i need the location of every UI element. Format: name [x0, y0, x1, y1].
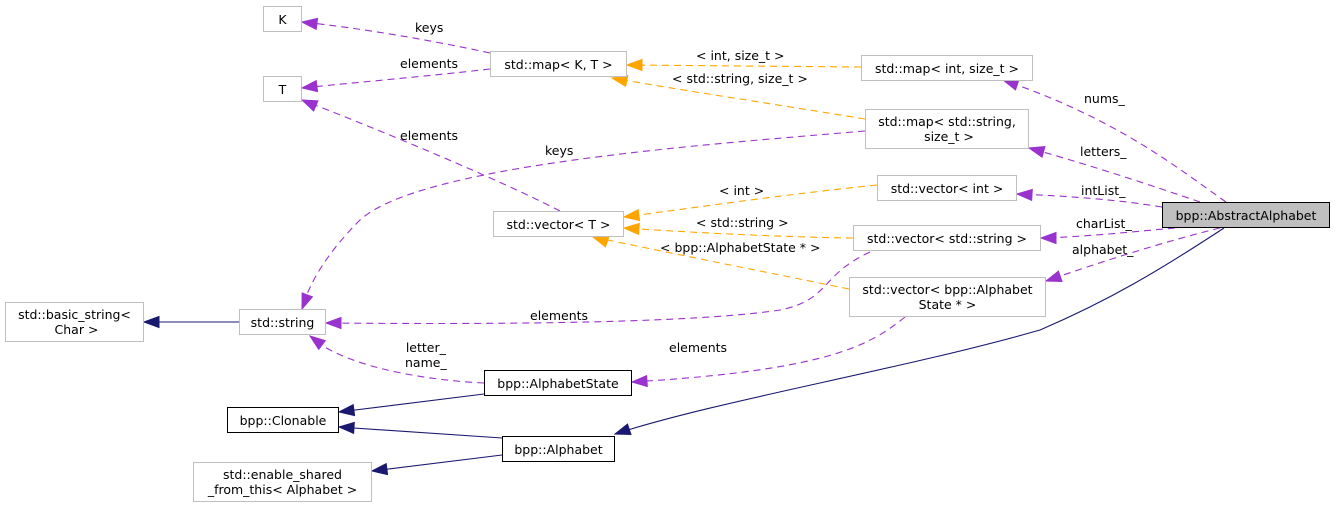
edge-abstract_alphabet-to-vec_int [1015, 188, 1163, 208]
node-bpp-alphabet-state[interactable]: bpp::AlphabetState [484, 370, 632, 396]
edge-alphabet-to-clonable [337, 421, 503, 439]
edge-line [626, 64, 862, 68]
edge-line [623, 227, 854, 239]
node-T[interactable]: T [263, 76, 302, 102]
arrowhead-icon [622, 208, 641, 222]
edge-line [338, 426, 503, 439]
edge-line [371, 454, 503, 472]
edge-label-elements-T-vec: elements [400, 128, 459, 143]
arrowhead-icon [613, 423, 632, 435]
node-bpp-abstract-alphabet[interactable]: bpp::AbstractAlphabet [1162, 202, 1330, 228]
node-std-string[interactable]: std::string [239, 309, 326, 335]
edge-alphabet_state-to-clonable [337, 393, 485, 417]
edge-map_int-to-map_KT [625, 58, 862, 72]
edge-label-nums: nums_ [1084, 91, 1125, 106]
arrowhead-icon [630, 374, 648, 388]
edge-line [325, 251, 871, 325]
edge-line [592, 236, 850, 290]
edge-vec_str-to-string [324, 251, 871, 330]
edge-label-int-size-t: < int, size_t > [696, 48, 785, 63]
edge-line [1045, 227, 1221, 282]
edge-label-std-string: < std::string > [696, 215, 789, 230]
edge-label-charList: charList_ [1076, 216, 1132, 231]
edge-abstract_alphabet-to-vec_state [1044, 227, 1221, 282]
arrowhead-icon [370, 462, 389, 476]
edge-line [301, 68, 491, 89]
edge-line [301, 21, 491, 54]
node-bpp-alphabet[interactable]: bpp::Alphabet [502, 436, 615, 462]
edge-label-alphabet-state-ptr: < bpp::AlphabetState * > [660, 240, 821, 255]
edge-abstract_alphabet-to-vec_str [1039, 227, 1176, 245]
edge-abstract_alphabet-to-map_str [1027, 145, 1201, 203]
arrowhead-icon [301, 292, 314, 311]
arrowhead-icon [1001, 79, 1020, 91]
edge-alphabet-to-enable_shared [370, 454, 503, 476]
arrowhead-icon [591, 236, 610, 248]
arrowhead-icon [1015, 188, 1033, 202]
arrowhead-icon [610, 74, 629, 88]
edge-line [1028, 147, 1201, 203]
edge-abstract_alphabet-to-alphabet [613, 227, 1225, 435]
arrowhead-icon [142, 315, 160, 329]
edge-line [309, 335, 485, 384]
arrowhead-icon [1027, 145, 1046, 158]
edge-line [301, 99, 561, 212]
edge-line [614, 227, 1225, 435]
edge-map_str-to-string [301, 130, 866, 311]
edge-string-to-basic_string [142, 315, 239, 329]
edge-label-elements-state: elements [669, 340, 728, 355]
arrowhead-icon [300, 79, 319, 93]
node-std-map-int-size-t[interactable]: std::map< int, size_t > [861, 55, 1033, 81]
node-K[interactable]: K [263, 6, 302, 32]
arrowhead-icon [1044, 270, 1063, 282]
edge-vec_T-to-T [300, 99, 561, 212]
node-std-vector-alphabet-state-ptr[interactable]: std::vector< bpp::Alphabet State * > [849, 277, 1046, 317]
arrowhead-icon [324, 316, 342, 330]
edge-line [631, 316, 906, 383]
node-std-vector-T[interactable]: std::vector< T > [493, 211, 624, 237]
edge-label-keys-string: keys [545, 143, 574, 158]
edge-line [611, 77, 866, 120]
edge-line [338, 393, 485, 413]
arrowhead-icon [1039, 231, 1057, 245]
node-std-map-string-size-t[interactable]: std::map< std::string, size_t > [865, 109, 1029, 149]
edge-label-letter-name: letter_ name_ [405, 340, 447, 370]
node-std-map-K-T[interactable]: std::map< K, T > [490, 51, 627, 77]
edge-vec_str-to-vec_T [622, 222, 854, 239]
edge-label-elements-T-map: elements [400, 56, 459, 71]
edge-label-intList: intList_ [1081, 183, 1126, 198]
arrowhead-icon [300, 17, 319, 31]
edge-map_KT-to-K [300, 17, 491, 54]
arrowhead-icon [337, 403, 356, 417]
edge-map_KT-to-T [300, 68, 491, 93]
edge-line [1016, 193, 1163, 208]
node-std-vector-string[interactable]: std::vector< std::string > [853, 225, 1041, 251]
node-std-vector-int[interactable]: std::vector< int > [877, 175, 1017, 201]
edge-label-letters: letters_ [1080, 144, 1127, 159]
edge-line [301, 130, 866, 310]
edge-line [1002, 79, 1227, 203]
arrowhead-icon [337, 421, 355, 435]
arrowhead-icon [625, 58, 643, 72]
arrowhead-icon [622, 222, 640, 236]
node-std-enable-shared-from-this-alphabet[interactable]: std::enable_shared _from_this< Alphabet … [193, 462, 372, 502]
edge-vec_state-to-alphabet_state [630, 316, 906, 388]
node-std-basic-string-char[interactable]: std::basic_string< Char > [5, 302, 144, 342]
edge-alphabet_state-to-string [308, 335, 485, 384]
arrowhead-icon [300, 99, 319, 112]
edge-label-elements-string: elements [530, 308, 589, 323]
edge-label-alphabet: alphabet_ [1072, 242, 1134, 257]
edge-label-string-size-t: < std::string, size_t > [672, 71, 808, 86]
edge-vec_int-to-vec_T [622, 184, 878, 222]
edge-label-int: < int > [719, 183, 765, 198]
node-bpp-clonable[interactable]: bpp::Clonable [227, 407, 339, 433]
arrowhead-icon [308, 335, 327, 351]
edge-line [623, 184, 878, 218]
edge-label-keys-K: keys [415, 20, 444, 35]
